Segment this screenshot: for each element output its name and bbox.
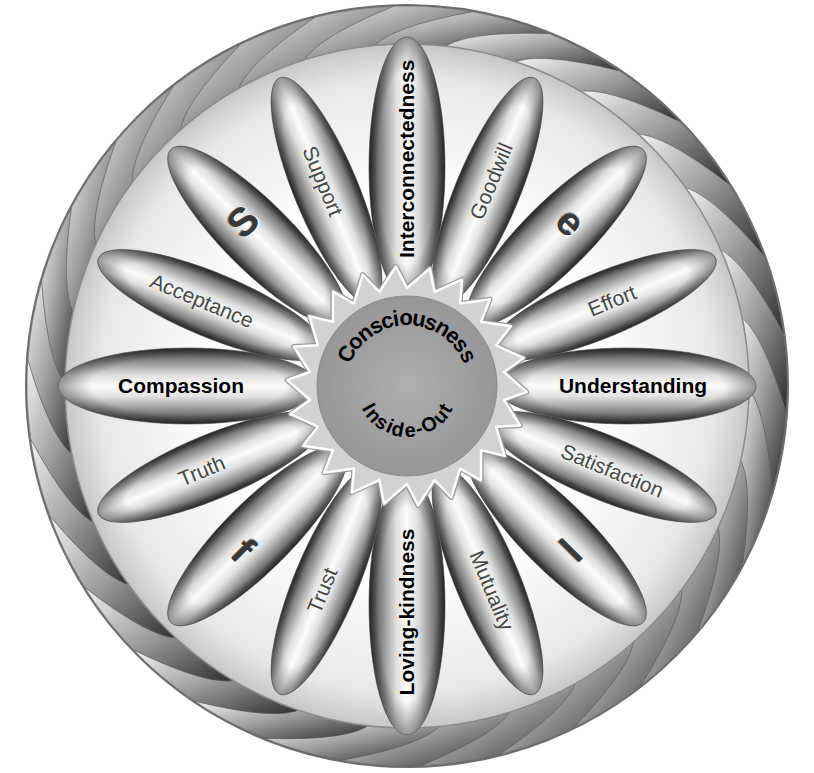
petal-word: Compassion [118, 374, 244, 398]
petal-shade [58, 348, 318, 424]
petal-label-group: Understanding [559, 374, 707, 398]
flame-ring [287, 267, 527, 506]
petal-label-group: Compassion [118, 374, 244, 398]
petal-label-group: Interconnectedness [395, 60, 419, 258]
petal-shade [496, 348, 756, 424]
flame-outline [287, 267, 527, 506]
sun-center: ConsciousnessInside-Out [281, 260, 533, 512]
petal-shade [369, 475, 445, 735]
petal-label-group: Loving-kindness [395, 529, 419, 696]
petal-word: Loving-kindness [395, 529, 419, 696]
petal-shade [250, 65, 403, 316]
petal-body [250, 65, 403, 316]
curved-heading: Consciousness [281, 260, 533, 512]
petal-body [369, 37, 445, 297]
curved-heading: Inside-Out [281, 260, 533, 512]
swirl-blades [27, 6, 787, 766]
sun-emblem [281, 260, 533, 512]
petal-body [496, 348, 756, 424]
petal-word: Interconnectedness [395, 60, 419, 258]
petal-body [369, 475, 445, 735]
sun-core [317, 296, 497, 476]
outer-ring [26, 5, 788, 767]
petal-word: Understanding [559, 374, 707, 398]
petal-shade [369, 37, 445, 297]
petal-body [58, 348, 318, 424]
inner-disc [65, 44, 749, 728]
